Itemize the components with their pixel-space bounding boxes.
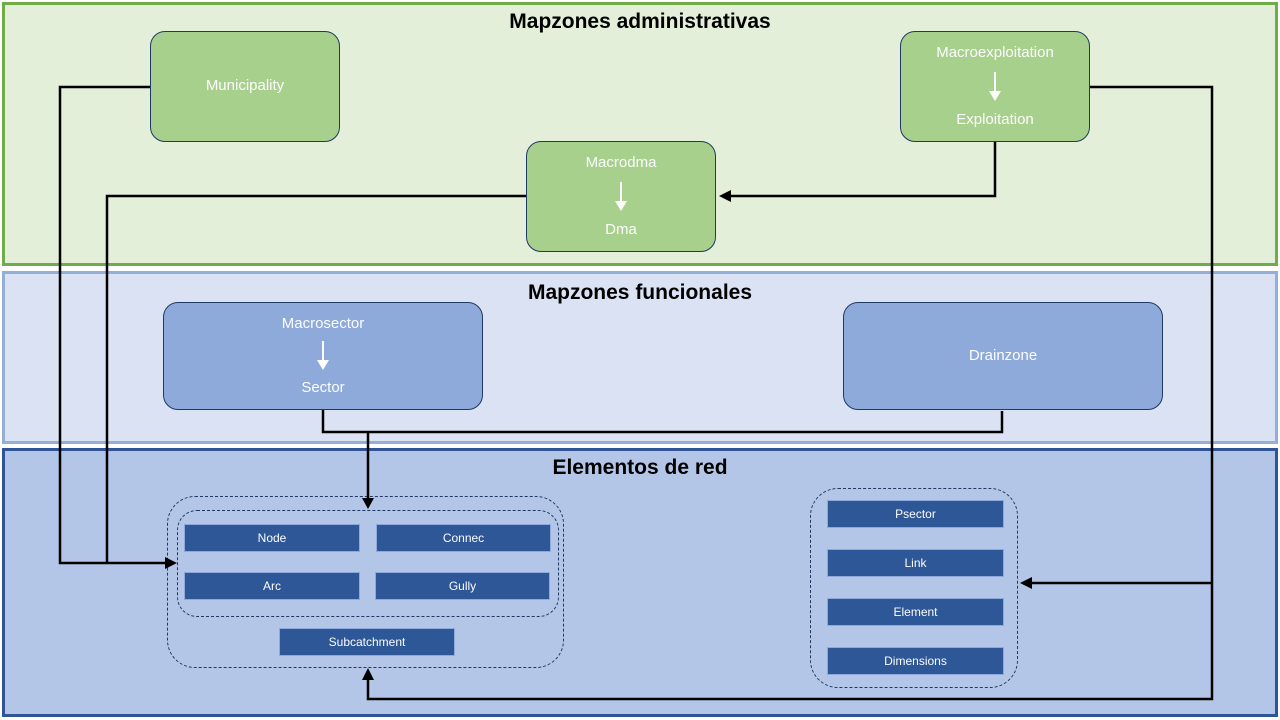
element-gully-label: Gully [448, 579, 477, 593]
element-subcatchment-label: Subcatchment [328, 635, 406, 649]
sector-label: Sector [301, 378, 345, 396]
node-macrodma: Macrodma Dma [526, 141, 716, 252]
down-arrow-icon [615, 181, 627, 211]
element-node: Node [184, 524, 360, 552]
element-link: Link [827, 549, 1004, 577]
macroexploitation-label: Macroexploitation [936, 44, 1054, 61]
down-arrow-icon [989, 71, 1001, 101]
element-link-label: Link [904, 556, 927, 570]
macrosector-label: Macrosector [281, 315, 365, 332]
band-title-network: Elementos de red [552, 456, 728, 479]
municipality-label: Municipality [205, 77, 285, 95]
element-node-label: Node [257, 531, 287, 545]
node-macrosector: Macrosector Sector [163, 302, 483, 410]
element-gully: Gully [375, 572, 550, 600]
element-connec: Connec [376, 524, 551, 552]
node-drainzone: Drainzone [843, 302, 1163, 410]
drainzone-label: Drainzone [968, 346, 1038, 364]
node-macroexploitation: Macroexploitation Exploitation [900, 31, 1090, 142]
element-psector: Psector [827, 500, 1004, 528]
macrodma-label: Macrodma [585, 154, 657, 171]
dma-label: Dma [605, 220, 637, 238]
element-element-label: Element [893, 605, 938, 619]
element-dimensions: Dimensions [827, 647, 1004, 675]
element-arc: Arc [184, 572, 360, 600]
node-municipality: Municipality [150, 31, 340, 142]
band-title-administrative: Mapzones administrativas [509, 10, 771, 33]
element-element: Element [827, 598, 1004, 626]
element-dimensions-label: Dimensions [884, 654, 947, 668]
element-subcatchment: Subcatchment [279, 628, 455, 656]
exploitation-label: Exploitation [956, 110, 1034, 128]
element-psector-label: Psector [895, 507, 936, 521]
element-connec-label: Connec [442, 531, 485, 545]
down-arrow-icon [317, 341, 329, 370]
element-arc-label: Arc [263, 579, 281, 593]
